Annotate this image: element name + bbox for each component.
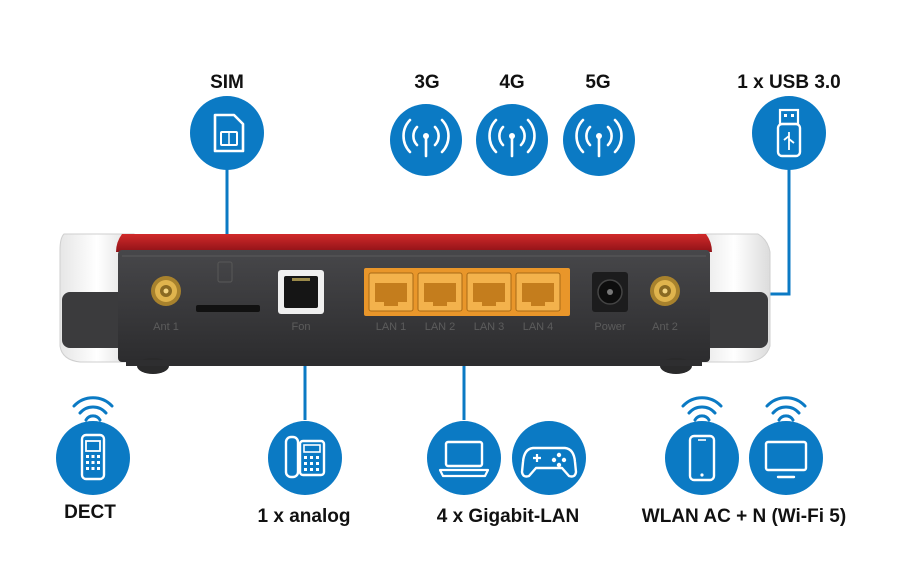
label-5g: 5G [585, 72, 611, 93]
smartphone-icon [665, 396, 739, 495]
port-label-lan4: LAN 4 [523, 321, 554, 333]
desk-phone-icon [268, 421, 342, 495]
port-label-fon: Fon [292, 321, 311, 333]
label-sim: SIM [210, 72, 244, 93]
wifi-waves-smartphone [681, 396, 723, 422]
lan-port-block [364, 268, 570, 316]
fon-port [278, 270, 324, 314]
sim-card-icon [190, 96, 264, 170]
port-label-ant2: Ant 2 [652, 321, 678, 333]
monitor-icon [749, 396, 823, 495]
label-analog: 1 x analog [257, 506, 351, 527]
antenna-2-connector [650, 276, 680, 306]
usb-connector-line [768, 168, 791, 296]
label-dect: DECT [64, 502, 116, 523]
port-label-ant1: Ant 1 [153, 321, 179, 333]
label-gigabit-lan: 4 x Gigabit-LAN [436, 506, 580, 527]
label-3g: 3G [414, 72, 440, 93]
router-left-side-dark [62, 292, 134, 348]
router-red-top [116, 234, 712, 252]
port-label-power: Power [594, 321, 626, 333]
antenna-1-connector [151, 276, 181, 306]
port-label-lan3: LAN 3 [474, 321, 505, 333]
gamepad-icon [512, 421, 586, 495]
usb-stick-icon [752, 96, 826, 170]
port-label-lan1: LAN 1 [376, 321, 407, 333]
wifi-waves-monitor [765, 396, 807, 422]
port-label-lan2: LAN 2 [425, 321, 456, 333]
wifi-waves-dect [72, 396, 114, 422]
cordless-phone-icon [56, 396, 130, 495]
router-device: Ant 1 Fon LAN 1 LAN 2 LAN 3 LAN 4 Power … [59, 233, 771, 374]
laptop-icon [427, 421, 501, 495]
sim-card-slot [196, 261, 260, 312]
power-jack [592, 272, 628, 312]
label-usb: 1 x USB 3.0 [737, 72, 841, 93]
label-4g: 4G [499, 72, 525, 93]
router-right-side-dark [698, 292, 768, 348]
label-wlan: WLAN AC + N (Wi-Fi 5) [641, 506, 847, 527]
connector-lines [225, 168, 791, 420]
